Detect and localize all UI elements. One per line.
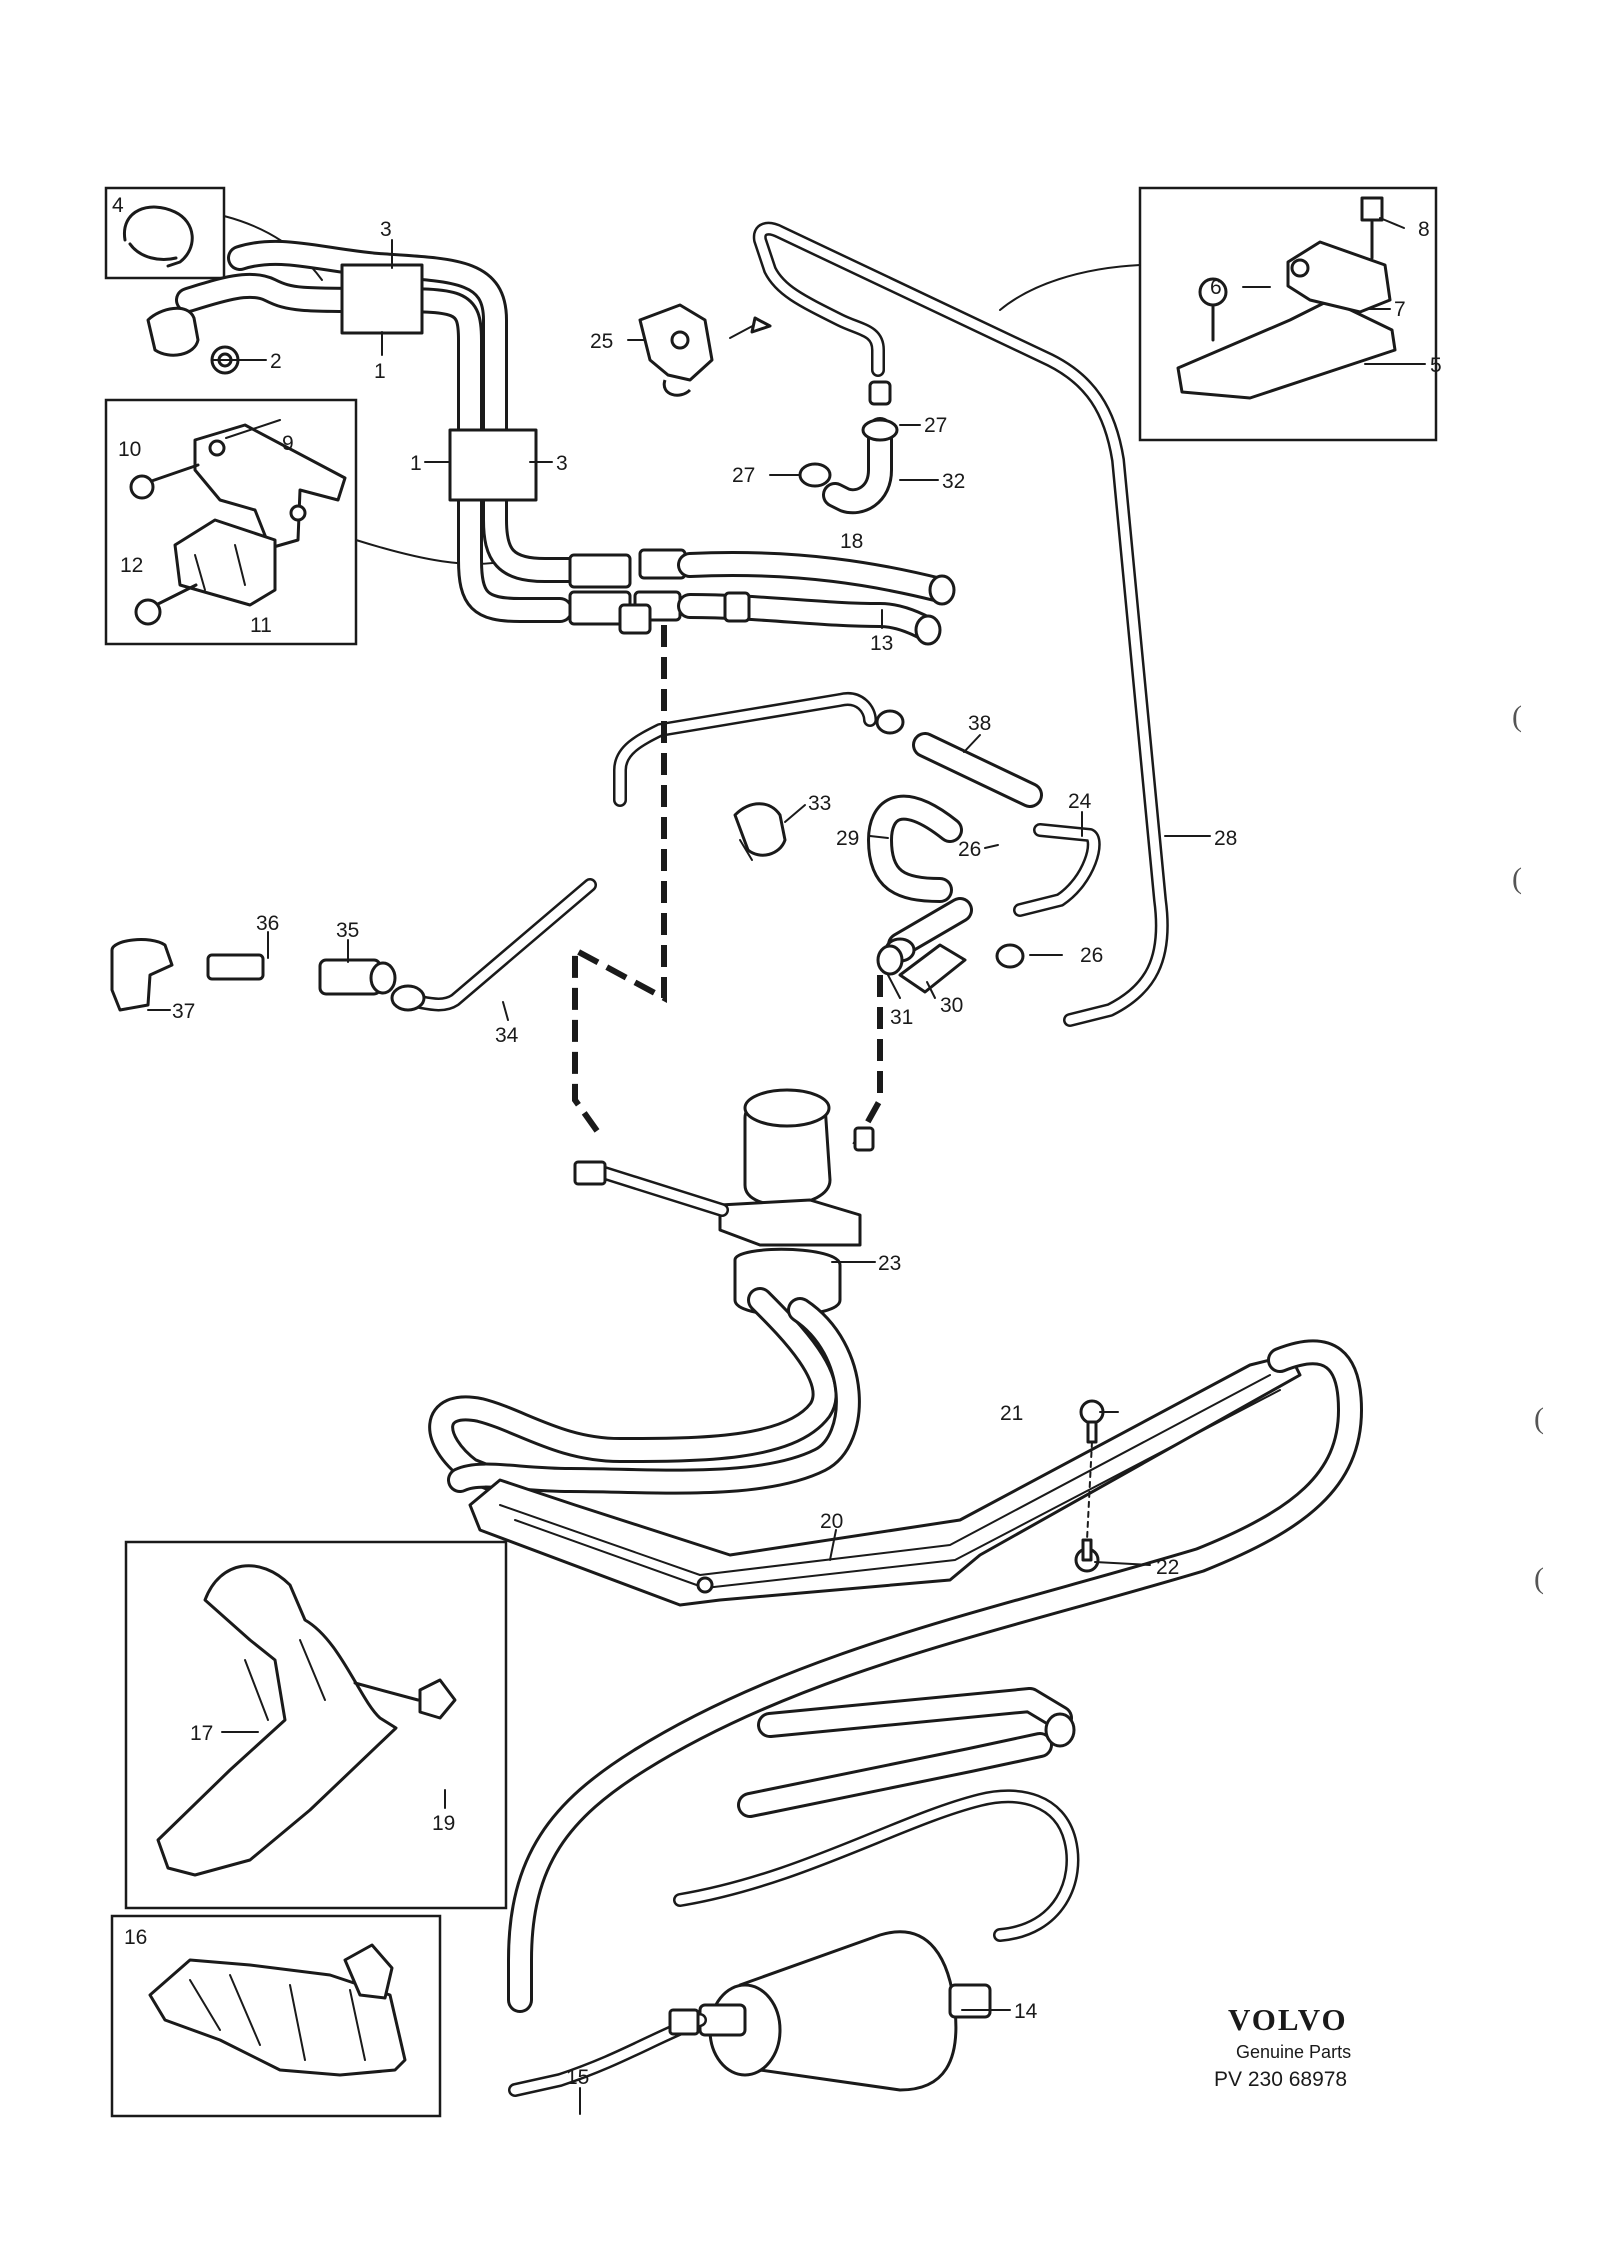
clip-33: [733, 802, 787, 861]
upper-fuel-pipes: [146, 239, 588, 623]
callout-20: 20: [820, 1510, 843, 1533]
callout-4: 4: [112, 194, 124, 217]
callout-14: 14: [1014, 2000, 1038, 2023]
fuel-line-connectors: [568, 548, 956, 646]
callout-16: 16: [124, 1926, 147, 1949]
callout-numbers: 3 1 1 3 4 2 9 10 12 11 8 6 7 5 25 27 27 …: [112, 194, 1442, 2089]
edge-mark-2: (: [1512, 862, 1522, 895]
callout-25: 25: [590, 330, 613, 353]
fuel-hoses-lower: [673, 1687, 1080, 1942]
return-pipe-28: [729, 221, 1169, 1027]
clip-25: [638, 303, 714, 397]
callout-38: 38: [968, 712, 991, 735]
connector-30-31: [876, 943, 967, 994]
inset-clip-16: [110, 1914, 442, 2118]
callout-12: 12: [120, 554, 143, 577]
callout-19: 19: [432, 1812, 455, 1835]
callout-17: 17: [190, 1722, 213, 1745]
callout-36: 36: [256, 912, 279, 935]
callout-13: 13: [870, 632, 893, 655]
callout-3-mid: 3: [556, 452, 568, 475]
callout-10: 10: [118, 438, 141, 461]
callout-27-right: 27: [924, 414, 947, 437]
edge-mark-3: (: [1534, 1402, 1544, 1435]
inset-bracket-17-19: [124, 1540, 508, 1910]
callout-32: 32: [942, 470, 965, 493]
genuine-parts-text: Genuine Parts: [1236, 2042, 1351, 2062]
callout-27-left: 27: [732, 464, 755, 487]
callout-37: 37: [172, 1000, 195, 1023]
fuel-filter-14: [508, 1930, 992, 2097]
callout-29: 29: [836, 827, 859, 850]
fuel-pump-23: [573, 1088, 875, 1317]
dashed-routing-lines: [572, 625, 883, 1147]
hoses-24-38: [390, 692, 1101, 1012]
volvo-brand-block: VOLVO Genuine Parts PV 230 68978: [1214, 2002, 1351, 2091]
callout-2: 2: [270, 350, 282, 373]
callout-26-upper: 26: [958, 838, 981, 861]
volvo-logo: VOLVO: [1228, 2002, 1348, 2037]
callout-33: 33: [808, 792, 831, 815]
callout-3-top: 3: [380, 218, 392, 241]
inset-bracket-5-8: [999, 186, 1438, 442]
callout-26-lower: 26: [1080, 944, 1103, 967]
callout-11: 11: [250, 614, 272, 637]
scan-edge-marks: ( ( ( (: [1512, 700, 1544, 1595]
callout-28: 28: [1214, 827, 1237, 850]
callout-24: 24: [1068, 790, 1092, 813]
callout-22: 22: [1156, 1556, 1179, 1579]
callout-1-mid: 1: [410, 452, 422, 475]
edge-mark-4: (: [1534, 1562, 1544, 1595]
callout-18: 18: [840, 530, 863, 553]
callout-7: 7: [1394, 298, 1406, 321]
callout-31: 31: [890, 1006, 913, 1029]
callout-21: 21: [1000, 1402, 1023, 1425]
hose-32-clamps-27: [798, 417, 899, 515]
callout-6: 6: [1210, 276, 1222, 299]
callout-35: 35: [336, 919, 359, 942]
part-reference-number: PV 230 68978: [1214, 2068, 1347, 2091]
callout-30: 30: [940, 994, 963, 1017]
fuel-canister-20: [428, 1287, 1363, 2013]
callout-34: 34: [495, 1024, 519, 1047]
callout-1-top: 1: [374, 360, 386, 383]
callout-9: 9: [282, 432, 294, 455]
fittings-35-37: [110, 938, 397, 1012]
edge-mark-1: (: [1512, 700, 1522, 733]
inset-bracket-9-12: [104, 398, 511, 646]
leader-lines: [147, 217, 1426, 2115]
callout-23: 23: [878, 1252, 901, 1275]
callout-15: 15: [566, 2066, 589, 2089]
bolts-21-22: [1074, 1399, 1105, 1573]
callout-8: 8: [1418, 218, 1430, 241]
callout-5: 5: [1430, 354, 1442, 377]
